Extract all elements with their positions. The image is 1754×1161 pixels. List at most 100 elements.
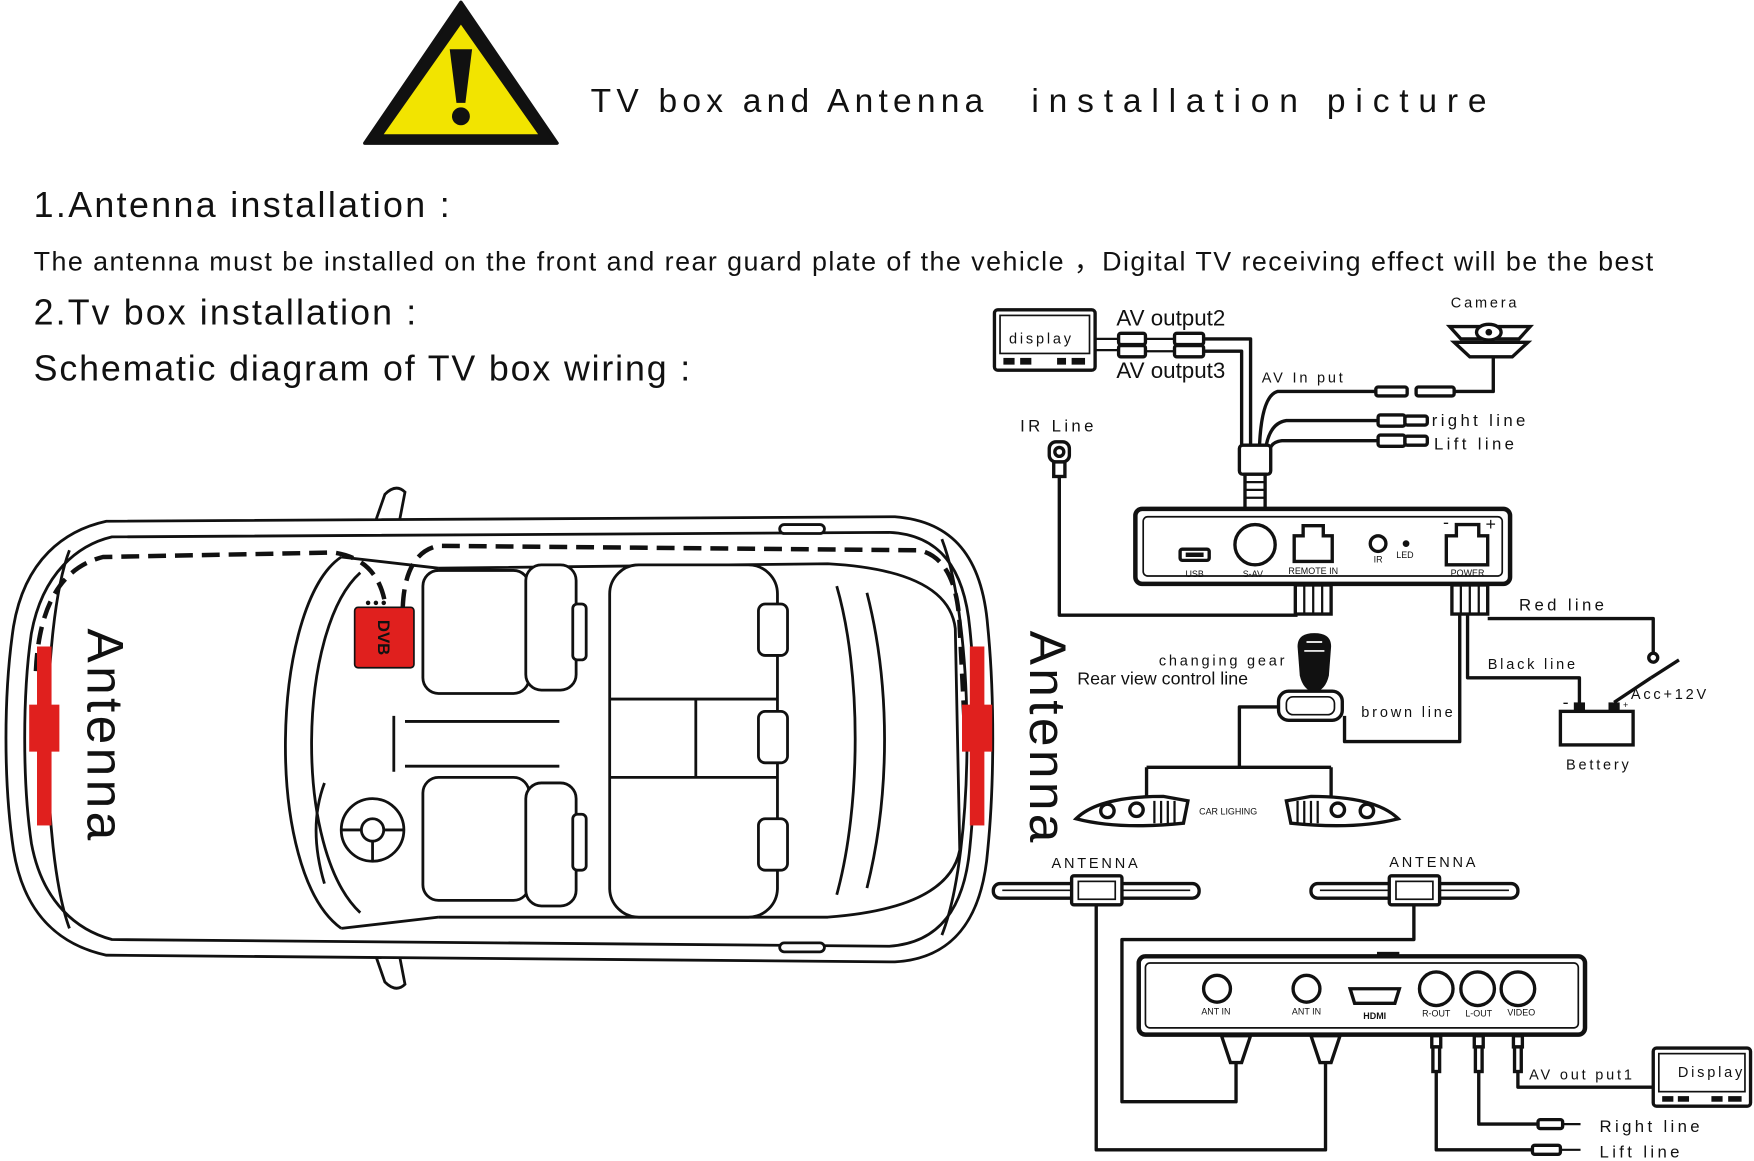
black-line-wire xyxy=(1465,614,1582,705)
battery-plus-sign: + xyxy=(1623,700,1628,710)
power-port-label: POWER xyxy=(1451,568,1485,578)
rear-view-control-wire xyxy=(1144,705,1333,797)
red-line-wire xyxy=(1487,616,1655,654)
antenna-label-right: Antenna xyxy=(1019,631,1077,846)
windshield xyxy=(284,555,343,930)
antenna-cable-dashed-left xyxy=(33,550,389,672)
lift-line-label-bottom: Lift line xyxy=(1600,1143,1683,1161)
right-line-output-cable xyxy=(1477,1071,1581,1131)
camera-icon xyxy=(1445,322,1534,359)
ant-in-label-2: ANT IN xyxy=(1292,1006,1321,1016)
power-port xyxy=(1444,522,1490,567)
camera-label: Camera xyxy=(1451,296,1519,312)
video-label: VIDEO xyxy=(1507,1008,1535,1018)
s-av-connector xyxy=(1237,443,1273,511)
front-seat-passenger xyxy=(421,563,588,695)
car-lighting-label: CAR LIGHING xyxy=(1199,806,1257,816)
antenna-bar-left xyxy=(991,874,1201,907)
tv-box-rear-panel: USB S-AV REMOTE IN IR LED POWER - + xyxy=(1133,506,1513,587)
rca-plug-r-out xyxy=(1430,1034,1443,1074)
power-minus-sign: - xyxy=(1443,512,1449,532)
av-output3-label: AV output3 xyxy=(1116,358,1225,383)
s-av-port xyxy=(1233,522,1277,567)
display-label-top: display xyxy=(1009,331,1074,347)
led-indicator xyxy=(1402,540,1410,547)
steering-wheel-icon xyxy=(314,782,406,885)
power-plus-sign: + xyxy=(1485,514,1495,534)
antenna-label-bottom-right: ANTENNA xyxy=(1389,855,1478,871)
av-input-label: AV In put xyxy=(1262,371,1346,387)
car-light-left xyxy=(1072,794,1190,828)
ir-port-label: IR xyxy=(1374,555,1383,565)
display-monitor-bottom: Display xyxy=(1651,1046,1753,1108)
door-handle-bottom xyxy=(778,941,826,954)
dvb-label: DVB xyxy=(374,620,393,655)
car-body-inner-outline xyxy=(23,531,977,948)
center-console xyxy=(392,715,560,772)
antenna-front-red xyxy=(29,646,60,826)
r-out-label: R-OUT xyxy=(1422,1009,1451,1019)
remote-in-port xyxy=(1292,524,1334,564)
antenna-cable-right xyxy=(1120,904,1416,1104)
wiring-schematic-heading: Schematic diagram of TV box wiring : xyxy=(34,348,691,388)
rca-plug-l-out xyxy=(1472,1034,1485,1074)
car-light-right xyxy=(1284,794,1402,828)
display-monitor-top: display xyxy=(992,308,1097,372)
right-line-label-top: right line xyxy=(1432,411,1529,430)
roof-outline xyxy=(438,562,962,919)
ir-line-label: IR Line xyxy=(1020,417,1097,436)
video-port xyxy=(1499,970,1537,1008)
warning-triangle-icon xyxy=(363,0,559,145)
hdmi-label: HDMI xyxy=(1363,1011,1386,1021)
lift-line-output-cable xyxy=(1434,1071,1581,1156)
ant-in-plug-1 xyxy=(1219,1034,1253,1065)
display-label-bottom: Display xyxy=(1678,1065,1745,1081)
antenna-cable-left xyxy=(1094,904,1328,1152)
ir-line-wire xyxy=(1057,476,1298,617)
rca-plug-video xyxy=(1511,1034,1525,1074)
battery-icon xyxy=(1558,702,1635,747)
right-lift-audio-cables xyxy=(1264,413,1429,449)
r-out-port xyxy=(1417,970,1455,1008)
ant-in-label-1: ANT IN xyxy=(1201,1006,1230,1016)
ant-in-port-1 xyxy=(1201,973,1233,1004)
antenna-rear-red xyxy=(962,646,993,826)
av-output2-label: AV output2 xyxy=(1116,305,1225,330)
changing-gear-label: changing gear xyxy=(1159,654,1287,670)
black-line-label: Black line xyxy=(1488,657,1578,673)
usb-port xyxy=(1178,547,1211,563)
car-top-view: DVB Antenna xyxy=(4,486,995,990)
ant-in-port-2 xyxy=(1291,973,1322,1004)
remote-in-port-label: REMOTE IN xyxy=(1288,566,1338,576)
s-av-port-label: S-AV xyxy=(1243,569,1263,579)
acc-12v-label: Acc+12V xyxy=(1631,687,1709,703)
led-label: LED xyxy=(1396,550,1414,560)
av-out-put1-label: AV out put1 xyxy=(1529,1067,1635,1083)
ir-port xyxy=(1368,534,1388,554)
brown-line-wire xyxy=(1342,614,1462,744)
rear-bench-seat xyxy=(608,563,789,919)
dvb-box: DVB xyxy=(353,600,415,669)
door-handle-top xyxy=(778,523,826,535)
acc-switch xyxy=(1613,651,1680,704)
av-output-cables xyxy=(1095,331,1253,446)
remote-in-plug xyxy=(1293,583,1333,616)
usb-port-label: USB xyxy=(1185,569,1203,579)
ir-sensor xyxy=(1047,440,1298,617)
antenna-label-bottom-left: ANTENNA xyxy=(1051,856,1140,872)
hdmi-port xyxy=(1347,987,1402,1005)
right-line-label-bottom: Right line xyxy=(1600,1117,1703,1136)
front-seat-driver xyxy=(421,775,588,908)
tv-box-front-panel: ANT IN ANT IN HDMI R-OUT L-OUT VIDEO xyxy=(1136,951,1588,1037)
battery-label: Bettery xyxy=(1566,758,1632,774)
l-out-label: L-OUT xyxy=(1465,1009,1492,1019)
antenna-bar-right xyxy=(1309,874,1520,907)
gear-knob-icon xyxy=(1276,633,1344,722)
antenna-cable-dashed-right xyxy=(400,543,967,716)
l-out-port xyxy=(1459,970,1497,1008)
ant-in-plug-2 xyxy=(1308,1034,1343,1065)
antenna-installation-note: The antenna must be installed on the fro… xyxy=(34,247,1654,277)
battery-minus-sign: - xyxy=(1563,692,1569,712)
antenna-installation-heading: 1.Antenna installation : xyxy=(34,185,450,225)
